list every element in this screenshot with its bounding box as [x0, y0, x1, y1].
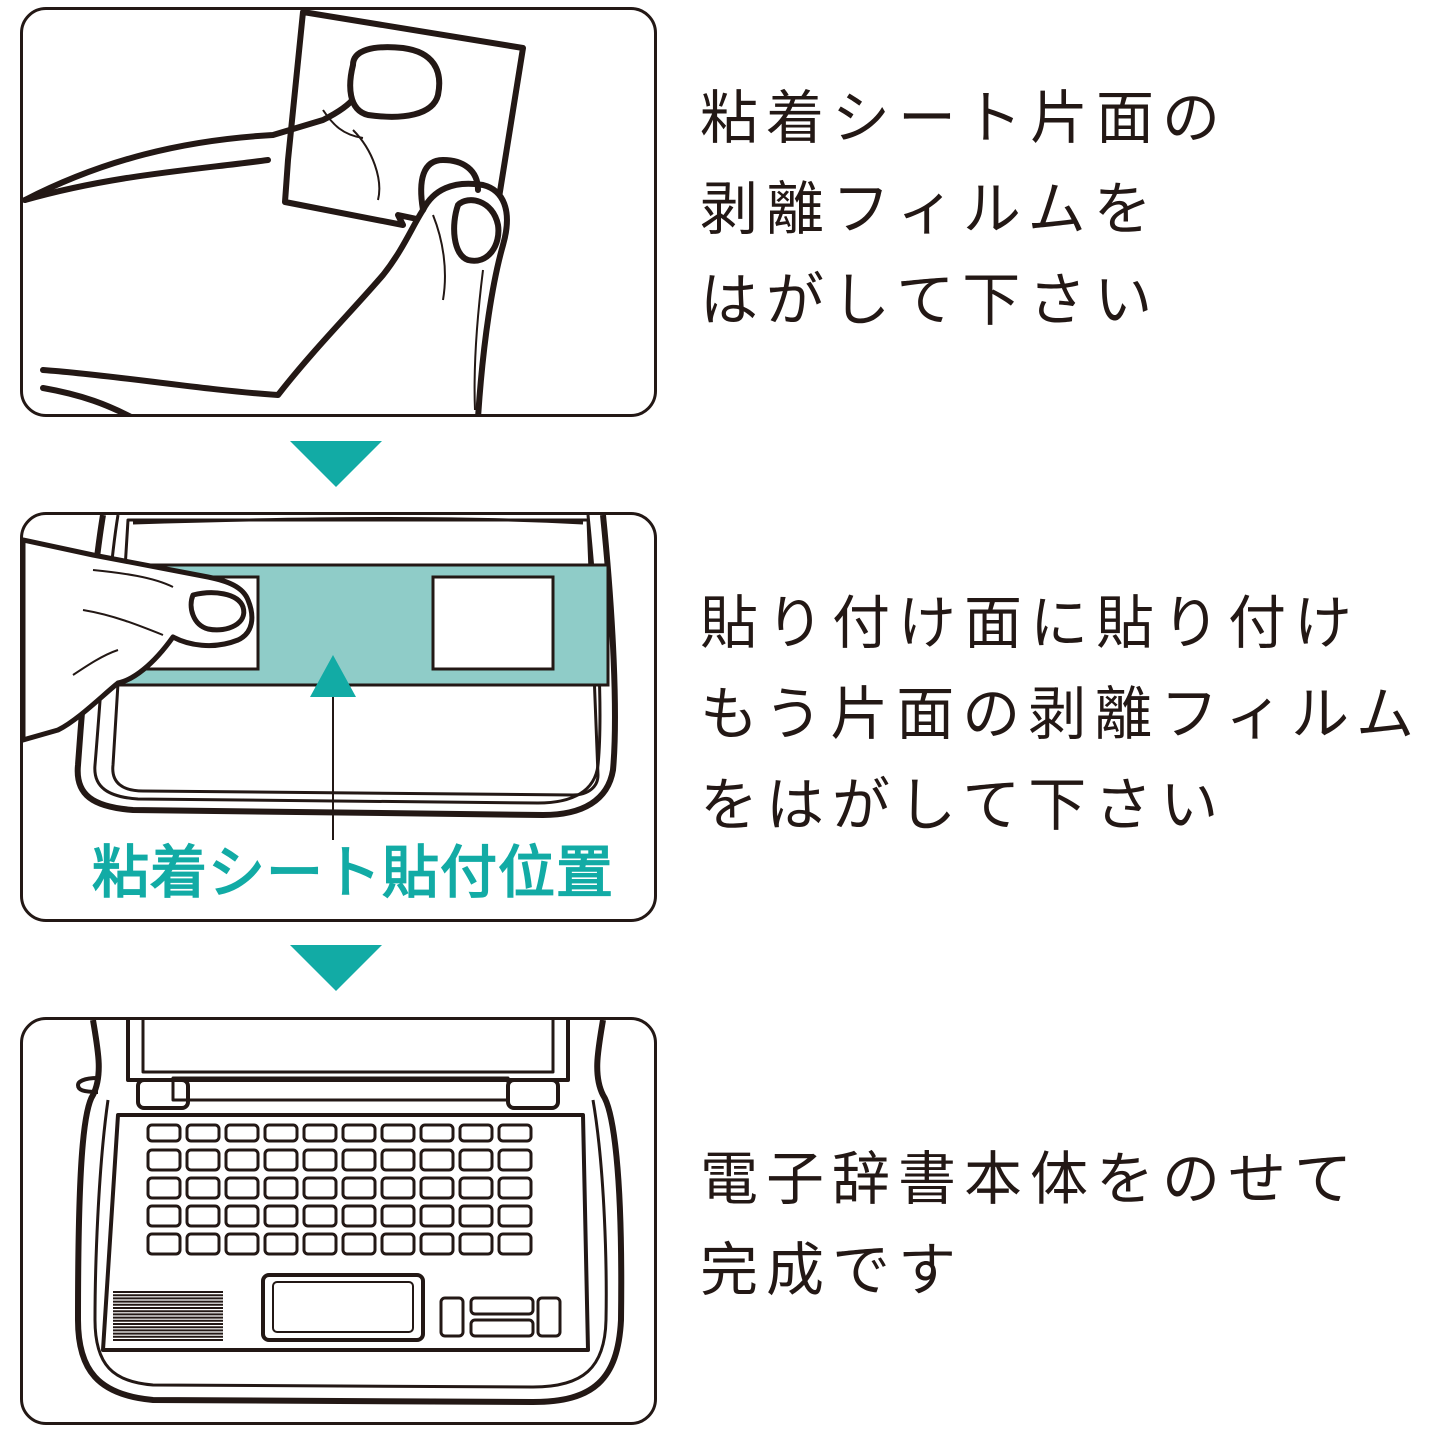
- keyboard-keys: [146, 1123, 533, 1256]
- key: [263, 1176, 299, 1200]
- key: [302, 1148, 338, 1172]
- key: [341, 1176, 377, 1200]
- key: [458, 1123, 494, 1143]
- key: [341, 1232, 377, 1256]
- key: [419, 1148, 455, 1172]
- step3-line1: 電子辞書本体をのせて: [700, 1145, 1361, 1213]
- key: [302, 1123, 338, 1143]
- key: [146, 1204, 182, 1228]
- sheet-position-label: 粘着シート貼付位置: [92, 840, 614, 906]
- key: [458, 1176, 494, 1200]
- key: [224, 1232, 260, 1256]
- key: [146, 1232, 182, 1256]
- step1-line3: はがして下さい: [700, 266, 1161, 334]
- dictionary-in-case-illustration: [75, 1020, 625, 1405]
- key: [185, 1204, 221, 1228]
- key: [302, 1204, 338, 1228]
- peel-film-illustration: [23, 10, 526, 414]
- key: [185, 1123, 221, 1143]
- key: [263, 1204, 299, 1228]
- key: [185, 1148, 221, 1172]
- key: [341, 1123, 377, 1143]
- key: [341, 1204, 377, 1228]
- step1-illustration-panel: [20, 7, 657, 417]
- step3-illustration-panel: [20, 1017, 657, 1425]
- key: [224, 1204, 260, 1228]
- key: [263, 1148, 299, 1172]
- key: [380, 1176, 416, 1200]
- key: [185, 1232, 221, 1256]
- key: [224, 1148, 260, 1172]
- speaker-grille: [113, 1291, 223, 1341]
- step2-illustration-panel: [20, 512, 657, 922]
- key: [224, 1123, 260, 1143]
- step3-line2: 完成です: [700, 1236, 965, 1304]
- key: [497, 1204, 533, 1228]
- key: [497, 1232, 533, 1256]
- touchpad: [261, 1273, 425, 1342]
- key: [497, 1123, 533, 1143]
- key: [146, 1148, 182, 1172]
- step1-line1: 粘着シート片面の: [700, 84, 1229, 152]
- attach-sheet-illustration: [23, 515, 618, 840]
- pointer-up-icon: [310, 655, 356, 697]
- key: [341, 1148, 377, 1172]
- key: [380, 1148, 416, 1172]
- key: [458, 1204, 494, 1228]
- key: [302, 1232, 338, 1256]
- key: [185, 1176, 221, 1200]
- key: [419, 1232, 455, 1256]
- key: [419, 1204, 455, 1228]
- key: [497, 1176, 533, 1200]
- step2-line2: もう片面の剥離フィルム: [700, 680, 1422, 748]
- key: [224, 1176, 260, 1200]
- key: [263, 1232, 299, 1256]
- step2-line1: 貼り付け面に貼り付け: [700, 589, 1361, 657]
- key: [302, 1176, 338, 1200]
- key: [380, 1123, 416, 1143]
- step2-instruction: 貼り付け面に貼り付け もう片面の剥離フィルム をはがして下さい: [700, 578, 1422, 851]
- key: [419, 1123, 455, 1143]
- step3-instruction: 電子辞書本体をのせて 完成です: [700, 1134, 1360, 1316]
- arrow-down-icon: [290, 945, 382, 991]
- step1-line2: 剥離フィルムを: [700, 175, 1160, 243]
- step2-line3: をはがして下さい: [700, 771, 1227, 839]
- step1-instruction: 粘着シート片面の 剥離フィルムを はがして下さい: [700, 73, 1228, 346]
- key: [497, 1148, 533, 1172]
- key: [146, 1176, 182, 1200]
- key: [263, 1123, 299, 1143]
- key: [380, 1232, 416, 1256]
- key: [419, 1176, 455, 1200]
- key: [458, 1148, 494, 1172]
- key: [458, 1232, 494, 1256]
- key: [380, 1204, 416, 1228]
- arrow-down-icon: [290, 441, 382, 487]
- key: [146, 1123, 182, 1143]
